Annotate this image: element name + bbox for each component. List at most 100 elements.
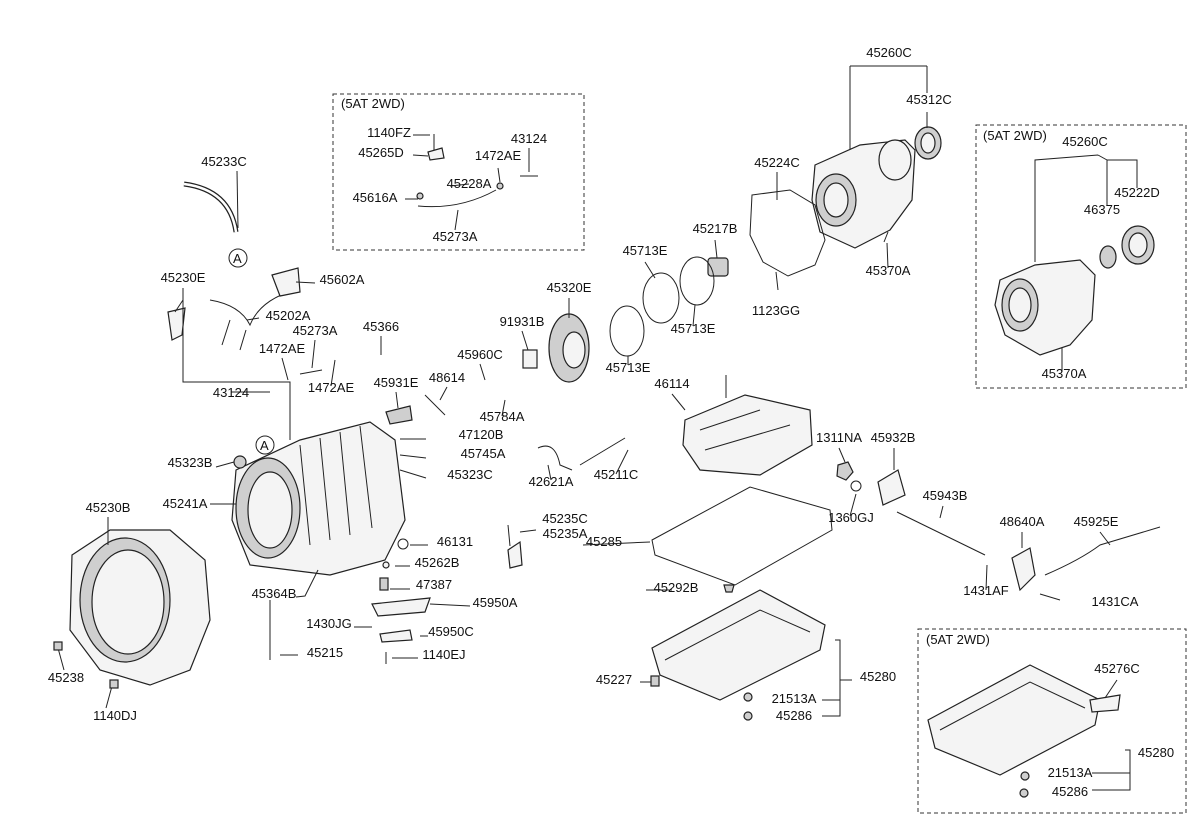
dipstick-tube-45925E bbox=[1044, 526, 1161, 576]
callout-21513a-main: 21513A bbox=[772, 691, 817, 706]
callout-45273a-mid: 45273A bbox=[293, 323, 338, 338]
reference-a-top-label: A bbox=[233, 251, 242, 266]
callout-45323b: 45323B bbox=[168, 455, 213, 470]
reference-a-case: A bbox=[255, 435, 275, 455]
callout-21513a-right: 21513A bbox=[1048, 765, 1093, 780]
oil-pump-45320E bbox=[548, 313, 590, 383]
callout-1472ae-box: 1472AE bbox=[475, 148, 522, 163]
oil-pan-variant bbox=[927, 664, 1101, 776]
callout-45323c: 45323C bbox=[447, 467, 493, 482]
reference-a-case-label: A bbox=[260, 438, 269, 453]
converter-housing bbox=[69, 529, 211, 686]
callout-1140ej: 1140EJ bbox=[422, 647, 465, 662]
variant-box-top-title: (5AT 2WD) bbox=[341, 96, 405, 111]
washer-1472AE-box bbox=[496, 182, 504, 190]
callout-45235a: 45235A bbox=[543, 526, 588, 541]
detent-lever-48640A bbox=[1011, 547, 1036, 592]
oil-seal-45312C bbox=[914, 126, 942, 160]
callout-labels: 45260C45312C45224C45217B45713E45713E4571… bbox=[48, 45, 1174, 799]
bolt-45227 bbox=[650, 675, 660, 687]
callout-46375: 46375 bbox=[1084, 202, 1120, 217]
callout-1123gg: 1123GG bbox=[752, 303, 800, 318]
lever-48614 bbox=[424, 394, 446, 416]
callout-45215: 45215 bbox=[307, 645, 343, 660]
callout-45286-right: 45286 bbox=[1052, 784, 1088, 799]
bushing-46375 bbox=[1099, 245, 1117, 269]
callout-91931b: 91931B bbox=[500, 314, 545, 329]
callout-45260c-top: 45260C bbox=[866, 45, 912, 60]
sensor-45602A bbox=[271, 267, 301, 297]
extension-housing-variant bbox=[994, 259, 1096, 356]
callout-45227: 45227 bbox=[596, 672, 632, 687]
plug-47387 bbox=[379, 577, 389, 591]
washer-45616A bbox=[416, 192, 424, 200]
seal-91931B bbox=[522, 349, 538, 369]
strainer-45276C bbox=[1089, 694, 1121, 713]
callout-1360gj: 1360GJ bbox=[828, 510, 874, 525]
callout-1431af: 1431AF bbox=[963, 583, 1009, 598]
seal-rings-45713E bbox=[609, 256, 715, 357]
wire-harness-45202A bbox=[209, 289, 296, 351]
callout-45713e-3: 45713E bbox=[606, 360, 651, 375]
clip-45265D bbox=[427, 147, 445, 161]
callout-48614: 48614 bbox=[429, 370, 465, 385]
callout-46131: 46131 bbox=[437, 534, 473, 549]
callout-45364b: 45364B bbox=[252, 586, 297, 601]
variant-box-right-title: (5AT 2WD) bbox=[983, 128, 1047, 143]
callout-43124-mid: 43124 bbox=[213, 385, 249, 400]
callout-45931e: 45931E bbox=[374, 375, 419, 390]
bolt-1140DJ bbox=[105, 679, 119, 709]
plug-21513A-main bbox=[743, 692, 753, 702]
variant-box-bottom-title: (5AT 2WD) bbox=[926, 632, 990, 647]
oil-pan-main bbox=[651, 589, 826, 701]
callout-45370a-mid: 45370A bbox=[866, 263, 911, 278]
leader-lines bbox=[107, 65, 1138, 791]
plug-45323B bbox=[233, 455, 247, 469]
callout-1140dj: 1140DJ bbox=[93, 708, 137, 723]
callout-45224c: 45224C bbox=[754, 155, 800, 170]
tube-45273A-box bbox=[417, 189, 497, 208]
callout-1430jg: 1430JG bbox=[306, 616, 352, 631]
callout-45286-main: 45286 bbox=[776, 708, 812, 723]
oil-pan-gasket bbox=[651, 486, 833, 586]
valve-body bbox=[682, 394, 813, 476]
callout-45312c: 45312C bbox=[906, 92, 952, 107]
callout-45713e-1: 45713E bbox=[623, 243, 668, 258]
bolt-45238 bbox=[53, 641, 65, 671]
callout-1472ae-1: 1472AE bbox=[259, 341, 306, 356]
manual-lever-45932B bbox=[877, 469, 906, 506]
callout-45932b: 45932B bbox=[871, 430, 916, 445]
callout-1311na: 1311NA bbox=[816, 430, 862, 445]
callout-45276c: 45276C bbox=[1094, 661, 1140, 676]
callout-45260c-right: 45260C bbox=[1062, 134, 1108, 149]
ring-46131 bbox=[397, 538, 409, 550]
bolt-1123GG bbox=[775, 271, 779, 291]
variant-box-top: (5AT 2WD) bbox=[332, 93, 585, 251]
callout-45925e: 45925E bbox=[1074, 514, 1119, 529]
callout-46114: 46114 bbox=[654, 376, 689, 391]
gasket-45224C bbox=[749, 189, 826, 277]
callout-1431ca: 1431CA bbox=[1092, 594, 1139, 609]
callout-45228a: 45228A bbox=[447, 176, 492, 191]
variant-box-right: (5AT 2WD) bbox=[975, 124, 1187, 389]
callout-45280-main: 45280 bbox=[860, 669, 896, 684]
drain-plug-45292B bbox=[723, 584, 735, 593]
callout-45366: 45366 bbox=[363, 319, 399, 334]
shift-shaft-45943B bbox=[896, 511, 986, 556]
callout-45222d: 45222D bbox=[1114, 185, 1160, 200]
extension-housing bbox=[811, 139, 916, 249]
callout-47387: 47387 bbox=[416, 577, 452, 592]
seal-45222D bbox=[1121, 225, 1155, 265]
tube-45273A bbox=[299, 369, 323, 375]
bracket-45230E bbox=[167, 307, 186, 341]
callout-45616a: 45616A bbox=[353, 190, 398, 205]
bolt-45370A-mid bbox=[883, 231, 889, 243]
callout-45285: 45285 bbox=[586, 534, 622, 549]
harness-42621A bbox=[537, 445, 573, 471]
callout-45320e: 45320E bbox=[547, 280, 592, 295]
callout-45950c: 45950C bbox=[428, 624, 474, 639]
plate-45931E bbox=[385, 405, 413, 425]
callout-45233c: 45233C bbox=[201, 154, 247, 169]
callout-45202a: 45202A bbox=[266, 308, 311, 323]
